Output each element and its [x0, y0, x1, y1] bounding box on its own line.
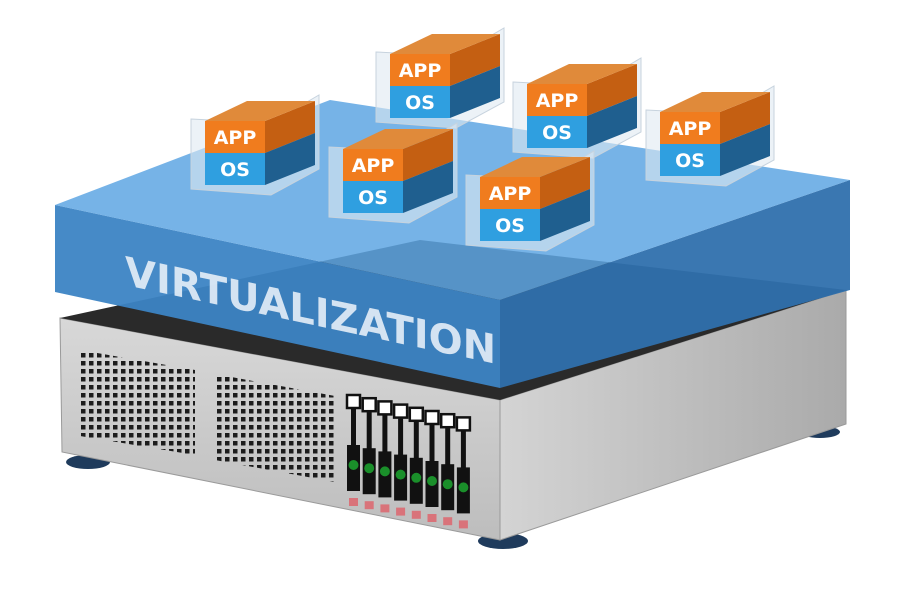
- app-label: APP: [489, 183, 532, 205]
- os-label: OS: [495, 215, 525, 237]
- os-label: OS: [675, 150, 705, 172]
- status-light: [349, 498, 358, 506]
- app-label: APP: [669, 118, 712, 140]
- drive-led: [364, 463, 375, 474]
- drive-led: [395, 469, 406, 480]
- status-light: [364, 501, 374, 510]
- vent-grill: [80, 350, 195, 455]
- vm-box: APP OS: [328, 122, 458, 224]
- vm-box: APP OS: [375, 27, 505, 129]
- drive-led: [458, 482, 469, 493]
- drive-bay: [424, 409, 440, 522]
- app-label: APP: [214, 127, 257, 149]
- os-label: OS: [405, 92, 435, 114]
- app-label: APP: [399, 60, 442, 82]
- vent-grill: [215, 374, 335, 482]
- drive-bay: [392, 403, 409, 516]
- status-light: [380, 504, 390, 513]
- drive-bays: [345, 393, 472, 529]
- drive-led: [411, 472, 422, 483]
- os-label: OS: [358, 187, 388, 209]
- status-light: [396, 507, 406, 516]
- drive-bay: [439, 412, 456, 526]
- drive-led: [427, 476, 437, 486]
- status-light: [411, 510, 421, 519]
- drive-led: [379, 466, 390, 477]
- status-light: [443, 517, 453, 526]
- drive-bay: [361, 396, 377, 510]
- app-label: APP: [536, 90, 579, 112]
- vm-box: APP OS: [465, 150, 595, 252]
- os-label: OS: [220, 159, 250, 181]
- drive-bay: [345, 393, 362, 506]
- drive-bay: [408, 406, 425, 519]
- status-light: [458, 520, 468, 529]
- status-light: [427, 514, 437, 522]
- vm-box: APP OS: [190, 94, 320, 196]
- os-label: OS: [542, 122, 572, 144]
- app-label: APP: [352, 155, 395, 177]
- drive-bay: [377, 400, 393, 513]
- drive-bay: [455, 416, 472, 529]
- drive-led: [442, 479, 453, 490]
- vm-box: APP OS: [645, 85, 775, 187]
- vm-box: APP OS: [512, 57, 642, 159]
- drive-led: [348, 460, 359, 470]
